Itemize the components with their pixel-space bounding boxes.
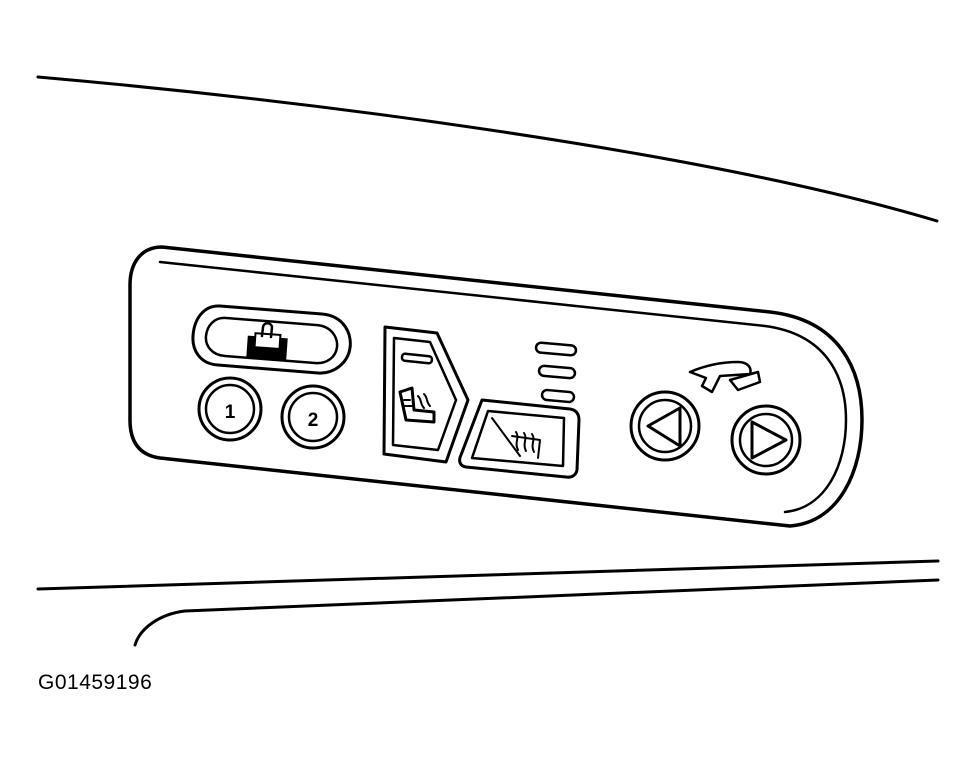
memory-button-2[interactable]: 2 [280,384,346,450]
memory-button-2-label: 2 [308,410,319,431]
seat-cushion-heater-button[interactable] [458,398,581,479]
mirror-icon [688,360,762,394]
heat-waves-icon [511,431,541,459]
heat-level-bar-low [540,388,576,404]
upper-trim-line [36,75,939,223]
figure-id: G01459196 [38,671,153,694]
memory-button-1[interactable]: 1 [197,376,263,442]
memory-button-1-label: 1 [225,402,236,423]
control-panel [128,245,864,528]
heat-level-bar-mid [537,364,577,380]
seat-cushion-curve [133,609,187,647]
lower-trim-line-2 [183,578,940,613]
heat-level-bar-high [534,341,578,357]
left-arrow-icon [646,406,682,448]
lock-switch[interactable] [191,304,352,375]
right-arrow-icon [750,420,788,460]
lock-icon [246,322,288,361]
heat-level-indicators [534,341,578,404]
seat-back-indicator [400,352,434,365]
mirror-right-button[interactable] [730,404,802,476]
seat-back-heater-button[interactable] [382,325,470,464]
seat-heater-icon [398,386,436,424]
mirror-left-button[interactable] [629,390,701,462]
lower-trim-line [36,559,940,591]
